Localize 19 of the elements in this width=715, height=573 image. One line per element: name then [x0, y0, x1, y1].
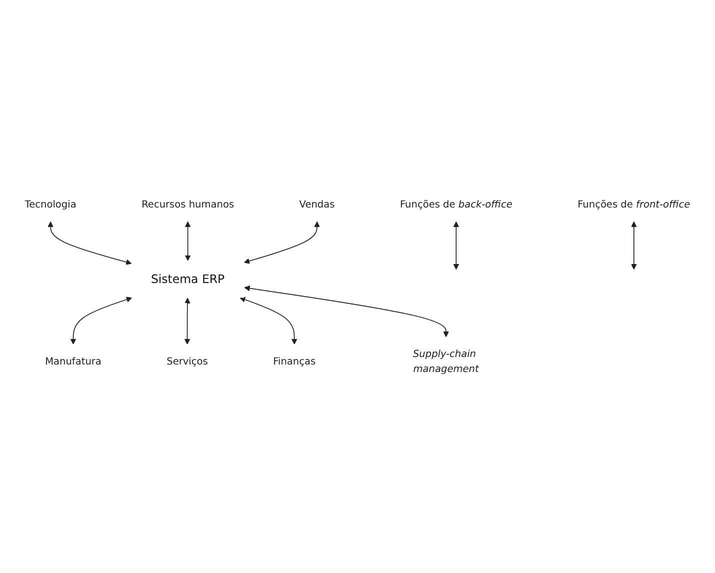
node-text: Serviços [166, 355, 208, 368]
node-text: Supply-chain management [412, 348, 479, 374]
arrow [48, 221, 132, 265]
arrow [631, 221, 637, 270]
node-text: Vendas [299, 198, 335, 210]
node-text: Funções de front-office [578, 198, 690, 210]
node-text: Sistema ERP [150, 272, 225, 286]
arrow [70, 296, 132, 344]
node-text: Finanças [273, 355, 316, 368]
node-text: Manufatura [45, 355, 102, 368]
arrow [244, 221, 320, 264]
arrow [184, 221, 191, 261]
arrow [244, 285, 449, 338]
arrow [184, 298, 190, 344]
arrow [453, 221, 460, 270]
node-text: Tecnologia [24, 198, 76, 210]
node-text: Funções de back-office [400, 198, 512, 210]
node-text: Recursos humanos [142, 198, 234, 210]
arrow [240, 296, 298, 344]
